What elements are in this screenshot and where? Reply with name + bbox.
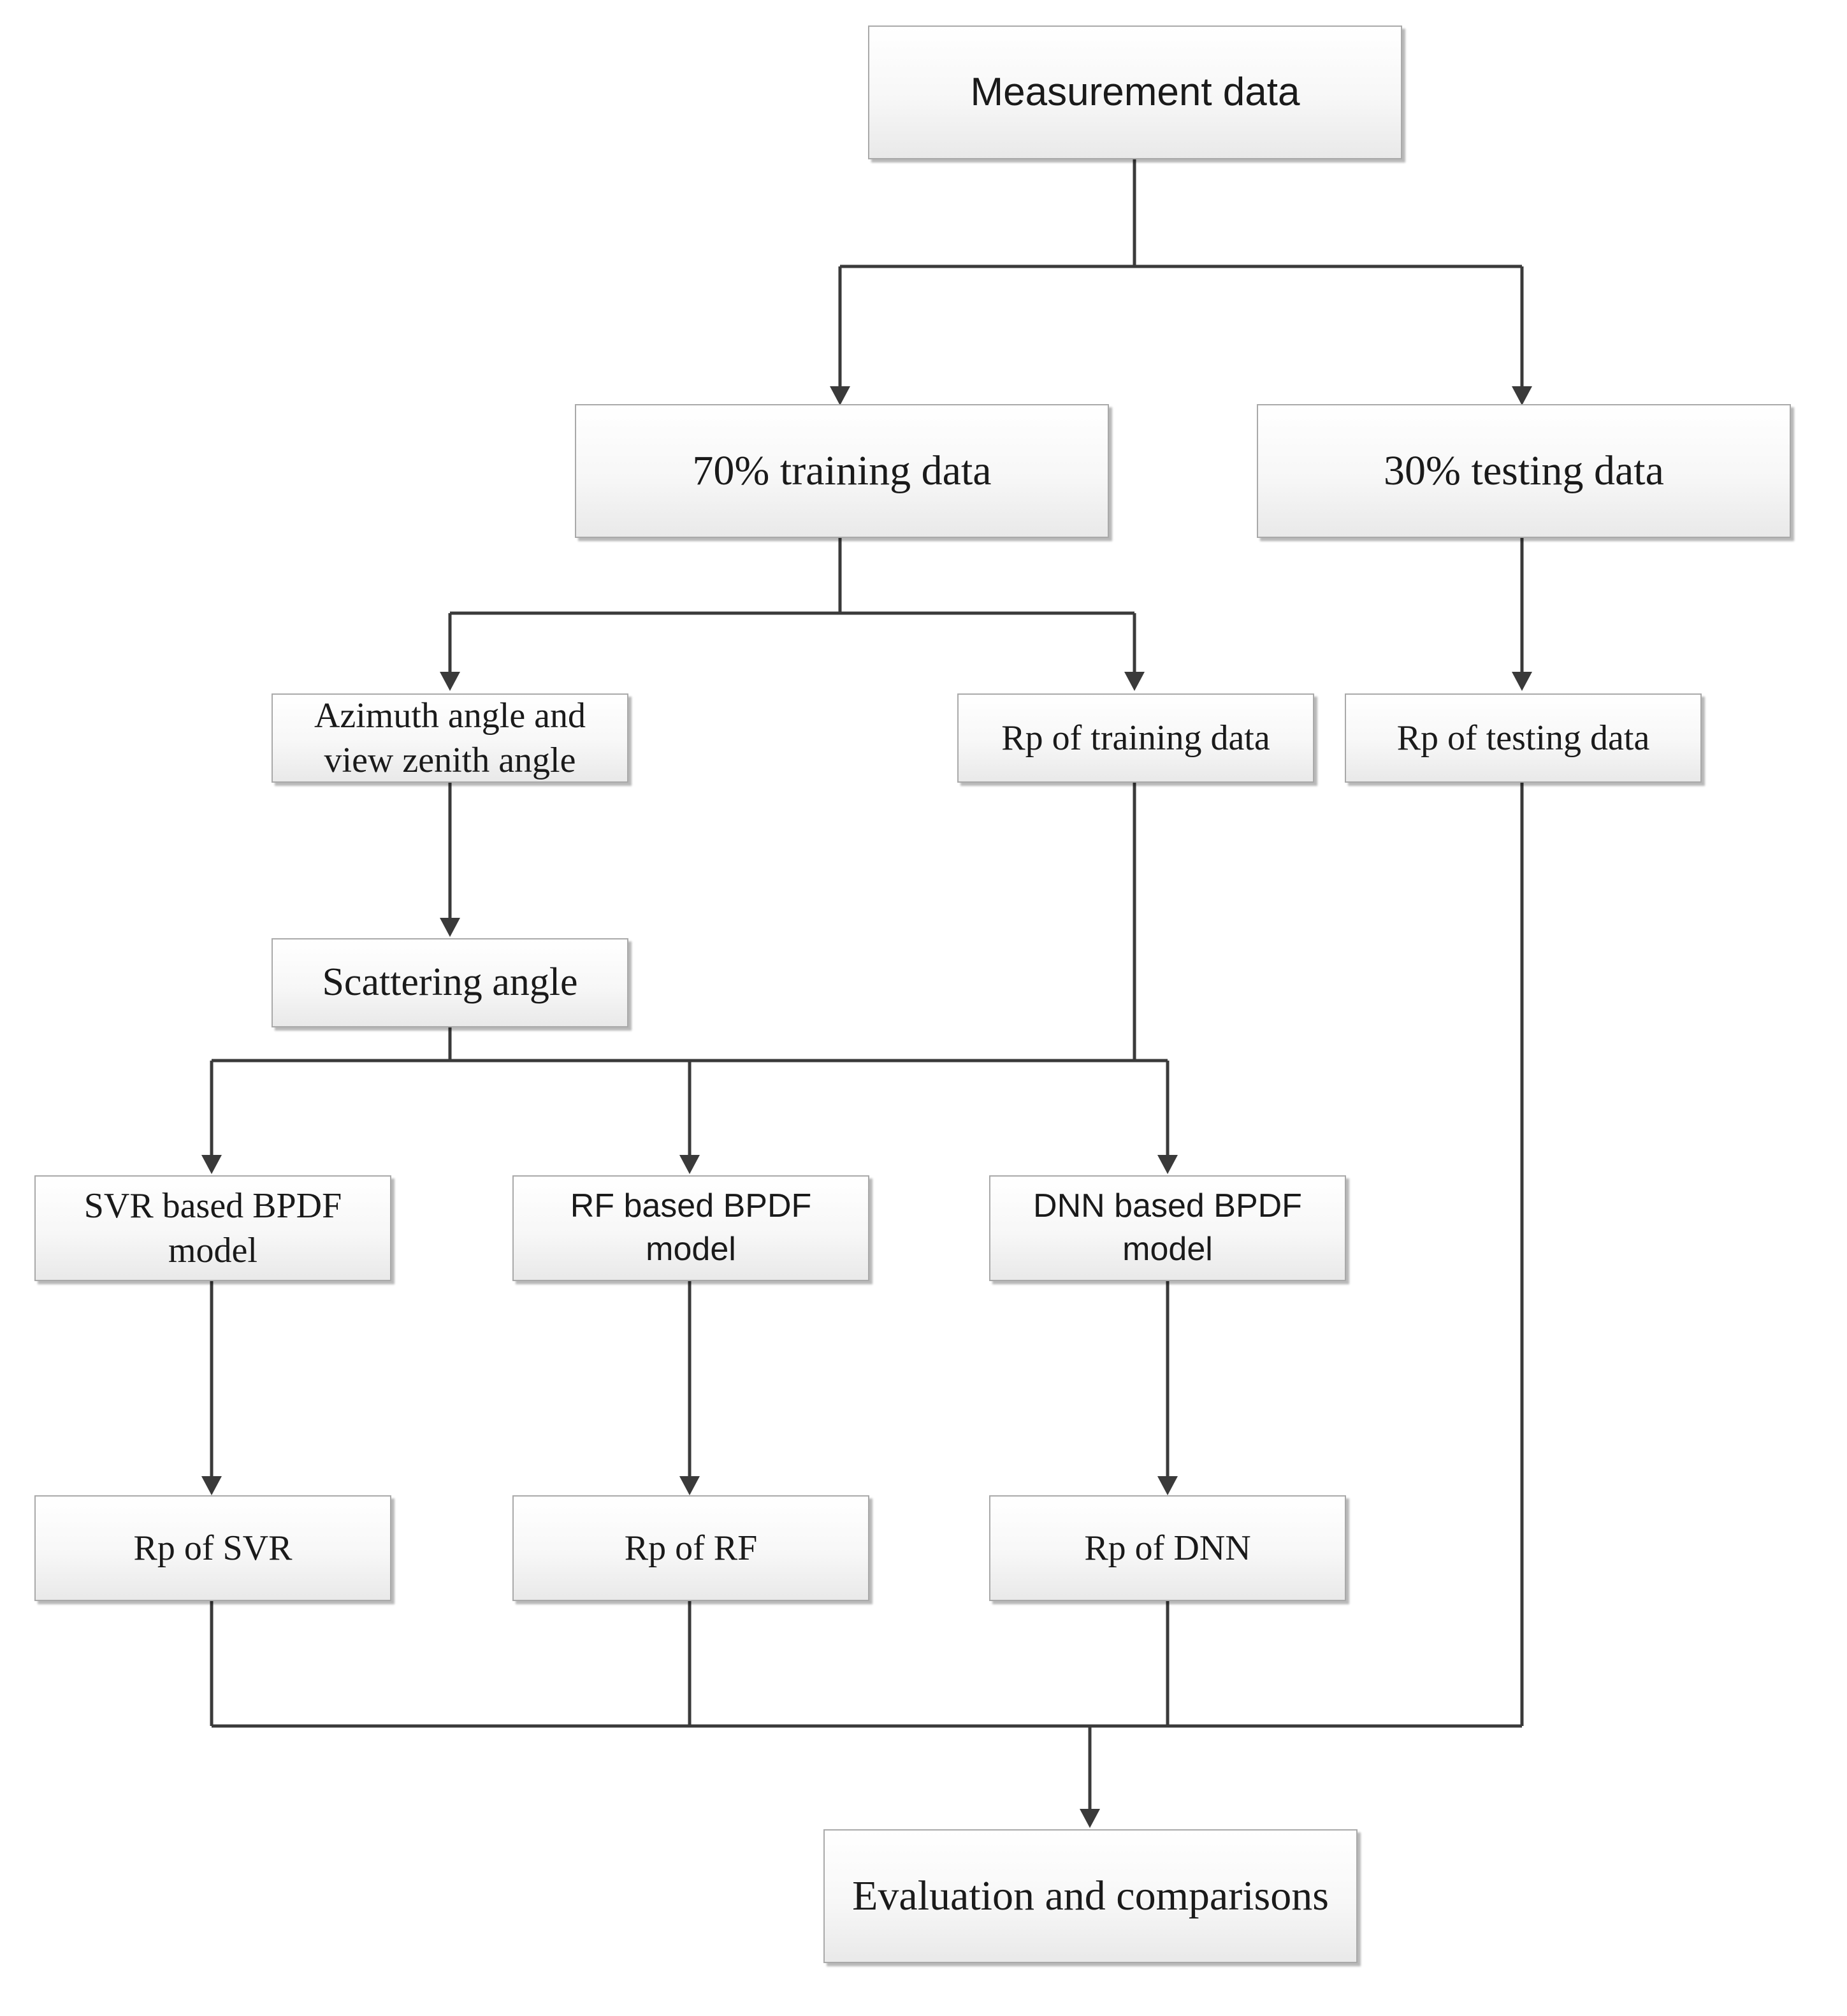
training-data-label: 70% training data (692, 447, 992, 494)
rp-testing-label: Rp of testing data (1396, 718, 1650, 758)
arrowhead (440, 672, 460, 691)
rp-rf-label: Rp of RF (624, 1528, 758, 1568)
dnn-model-label: DNN based BPDF model (1033, 1187, 1302, 1268)
testing-data-label: 30% testing data (1384, 447, 1664, 494)
rp-svr-box: Rp of SVR (34, 1495, 391, 1601)
arrowhead (1124, 672, 1145, 691)
rp-dnn-box: Rp of DNN (989, 1495, 1346, 1601)
arrowhead (1512, 672, 1532, 691)
svr-model-box: SVR based BPDF model (34, 1175, 391, 1281)
arrowhead (1080, 1809, 1100, 1828)
arrowhead (201, 1476, 222, 1495)
arrowhead (1157, 1476, 1178, 1495)
scattering-angle-box: Scattering angle (272, 938, 628, 1027)
arrowhead (440, 918, 460, 937)
scattering-angle-label: Scattering angle (322, 961, 578, 1004)
arrowhead (1157, 1155, 1178, 1174)
rp-svr-label: Rp of SVR (133, 1528, 293, 1568)
angles-label: Azimuth angle and view zenith angle (314, 696, 586, 780)
dnn-model-box: DNN based BPDF model (989, 1175, 1346, 1281)
measurement-data-box: Measurement data (868, 25, 1402, 159)
arrowhead (1512, 386, 1532, 405)
angles-box: Azimuth angle and view zenith angle (272, 693, 628, 783)
evaluation-label: Evaluation and comparisons (852, 1872, 1329, 1919)
arrowhead (201, 1155, 222, 1174)
arrowhead (679, 1476, 700, 1495)
rp-dnn-label: Rp of DNN (1084, 1528, 1251, 1568)
rp-rf-box: Rp of RF (512, 1495, 869, 1601)
evaluation-box: Evaluation and comparisons (823, 1829, 1358, 1963)
rp-testing-box: Rp of testing data (1345, 693, 1702, 783)
testing-data-box: 30% testing data (1257, 404, 1791, 538)
rf-model-label: RF based BPDF model (570, 1187, 812, 1268)
arrowhead (830, 386, 850, 405)
arrowhead (679, 1155, 700, 1174)
rp-training-box: Rp of training data (957, 693, 1314, 783)
rp-training-label: Rp of training data (1001, 718, 1270, 758)
rf-model-box: RF based BPDF model (512, 1175, 869, 1281)
measurement-data-label: Measurement data (970, 70, 1300, 115)
svr-model-label: SVR based BPDF model (83, 1186, 342, 1270)
training-data-box: 70% training data (575, 404, 1109, 538)
